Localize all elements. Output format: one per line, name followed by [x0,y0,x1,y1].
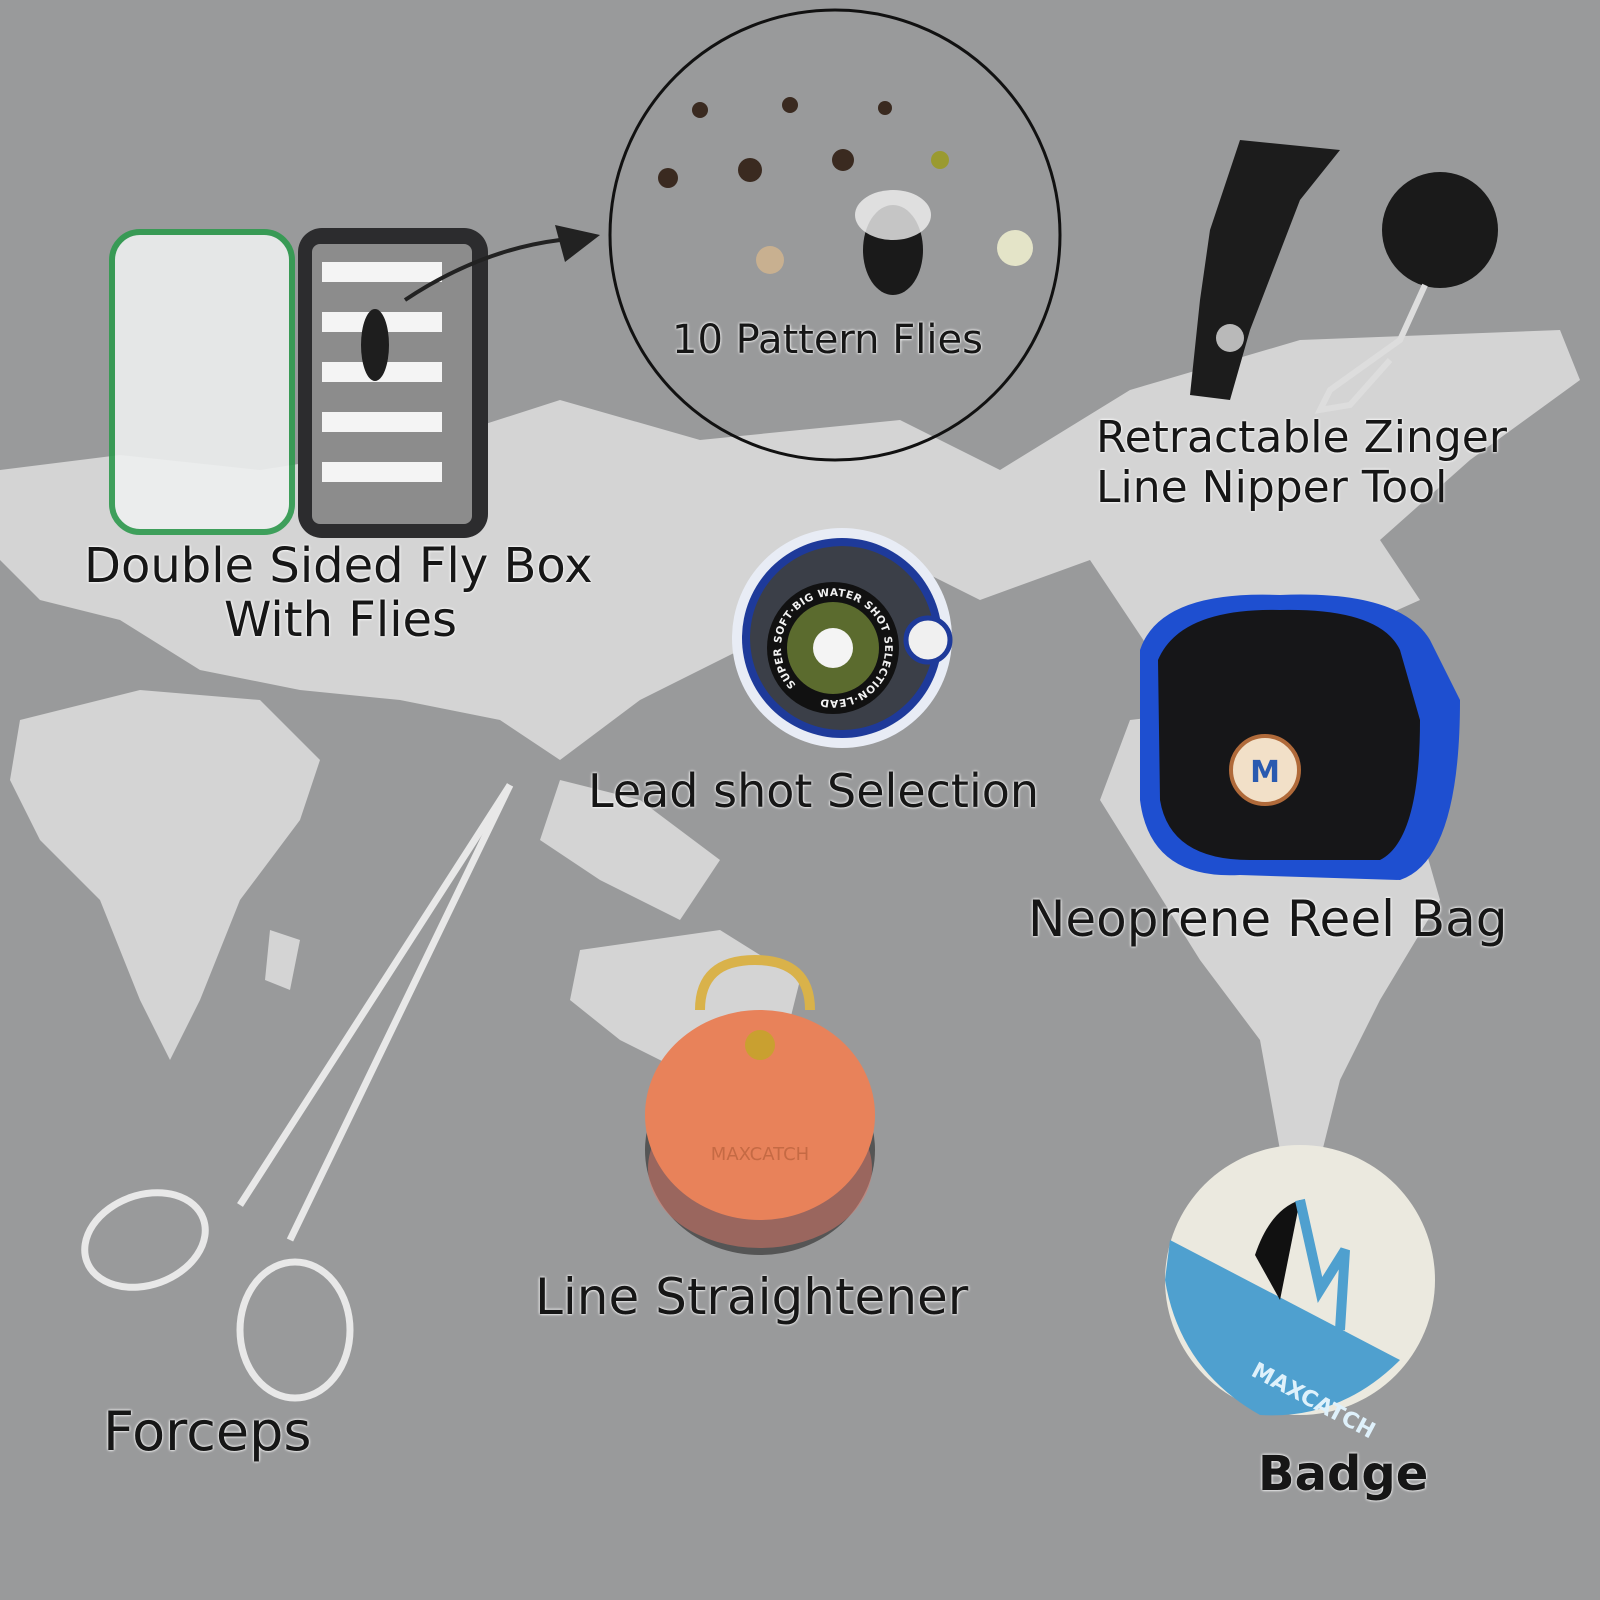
zinger-nipper-label-line1: Retractable Zinger [1096,412,1507,463]
forceps-label: Forceps [103,1400,312,1463]
zinger-nipper-label-line2: Line Nipper Tool [1096,462,1448,513]
svg-text:M: M [1250,755,1280,790]
pattern-flies-label: 10 Pattern Flies [672,317,983,363]
reel-bag-label: Neoprene Reel Bag [1028,890,1508,948]
fly-box-label-line2: With Flies [224,592,458,648]
line-straightener-label: Line Straightener [535,1268,969,1326]
fly-box-label-line1: Double Sided Fly Box [84,538,593,594]
badge-label: Badge [1258,1446,1429,1502]
lead-shot-label: Lead shot Selection [588,764,1040,818]
line-straightener-brand-text: MAXCATCH [711,1144,809,1165]
